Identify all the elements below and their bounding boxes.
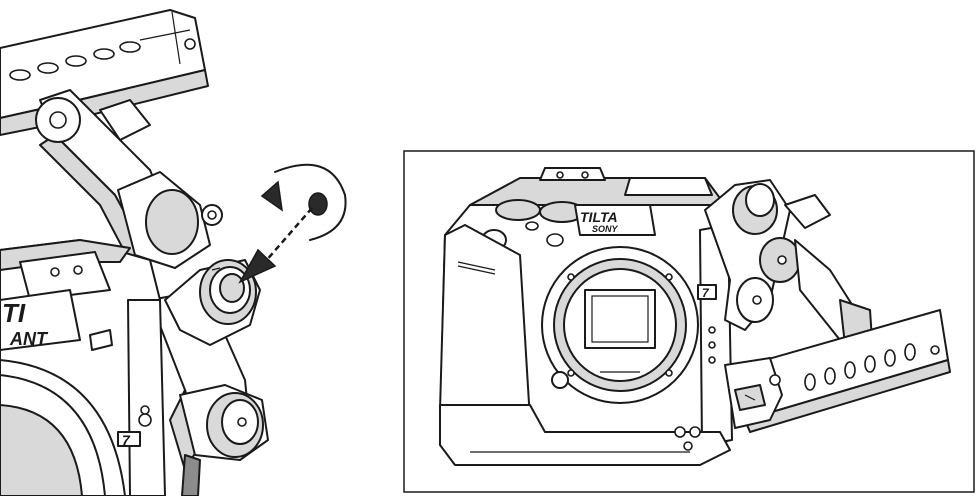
side-label-right: 7 [702, 286, 710, 300]
dashed-insert-arrow-icon [238, 207, 313, 284]
side-label-left: 7 [122, 432, 131, 448]
left-closeup-view: TI ANT 7 [0, 9, 347, 496]
articulating-arm [35, 89, 251, 471]
quick-release-knob [164, 259, 261, 346]
side-handle-bar [724, 309, 951, 433]
mount-text: SONY [592, 224, 619, 234]
brand-text: TILTA [580, 209, 618, 225]
camera-cage-body: TILTA SONY 7 [439, 167, 733, 466]
rotate-counterclockwise-arrow-icon [260, 163, 347, 241]
side-arm-assembly [704, 179, 873, 346]
brand-text-partial: TI [2, 298, 26, 328]
top-handle-bar [0, 9, 209, 136]
right-overview-panel: TILTA SONY 7 [403, 150, 975, 493]
lower-rosette-knob [179, 384, 269, 496]
mount-text-partial: ANT [9, 329, 49, 349]
camera-body-left-partial: TI ANT 7 [0, 239, 166, 496]
